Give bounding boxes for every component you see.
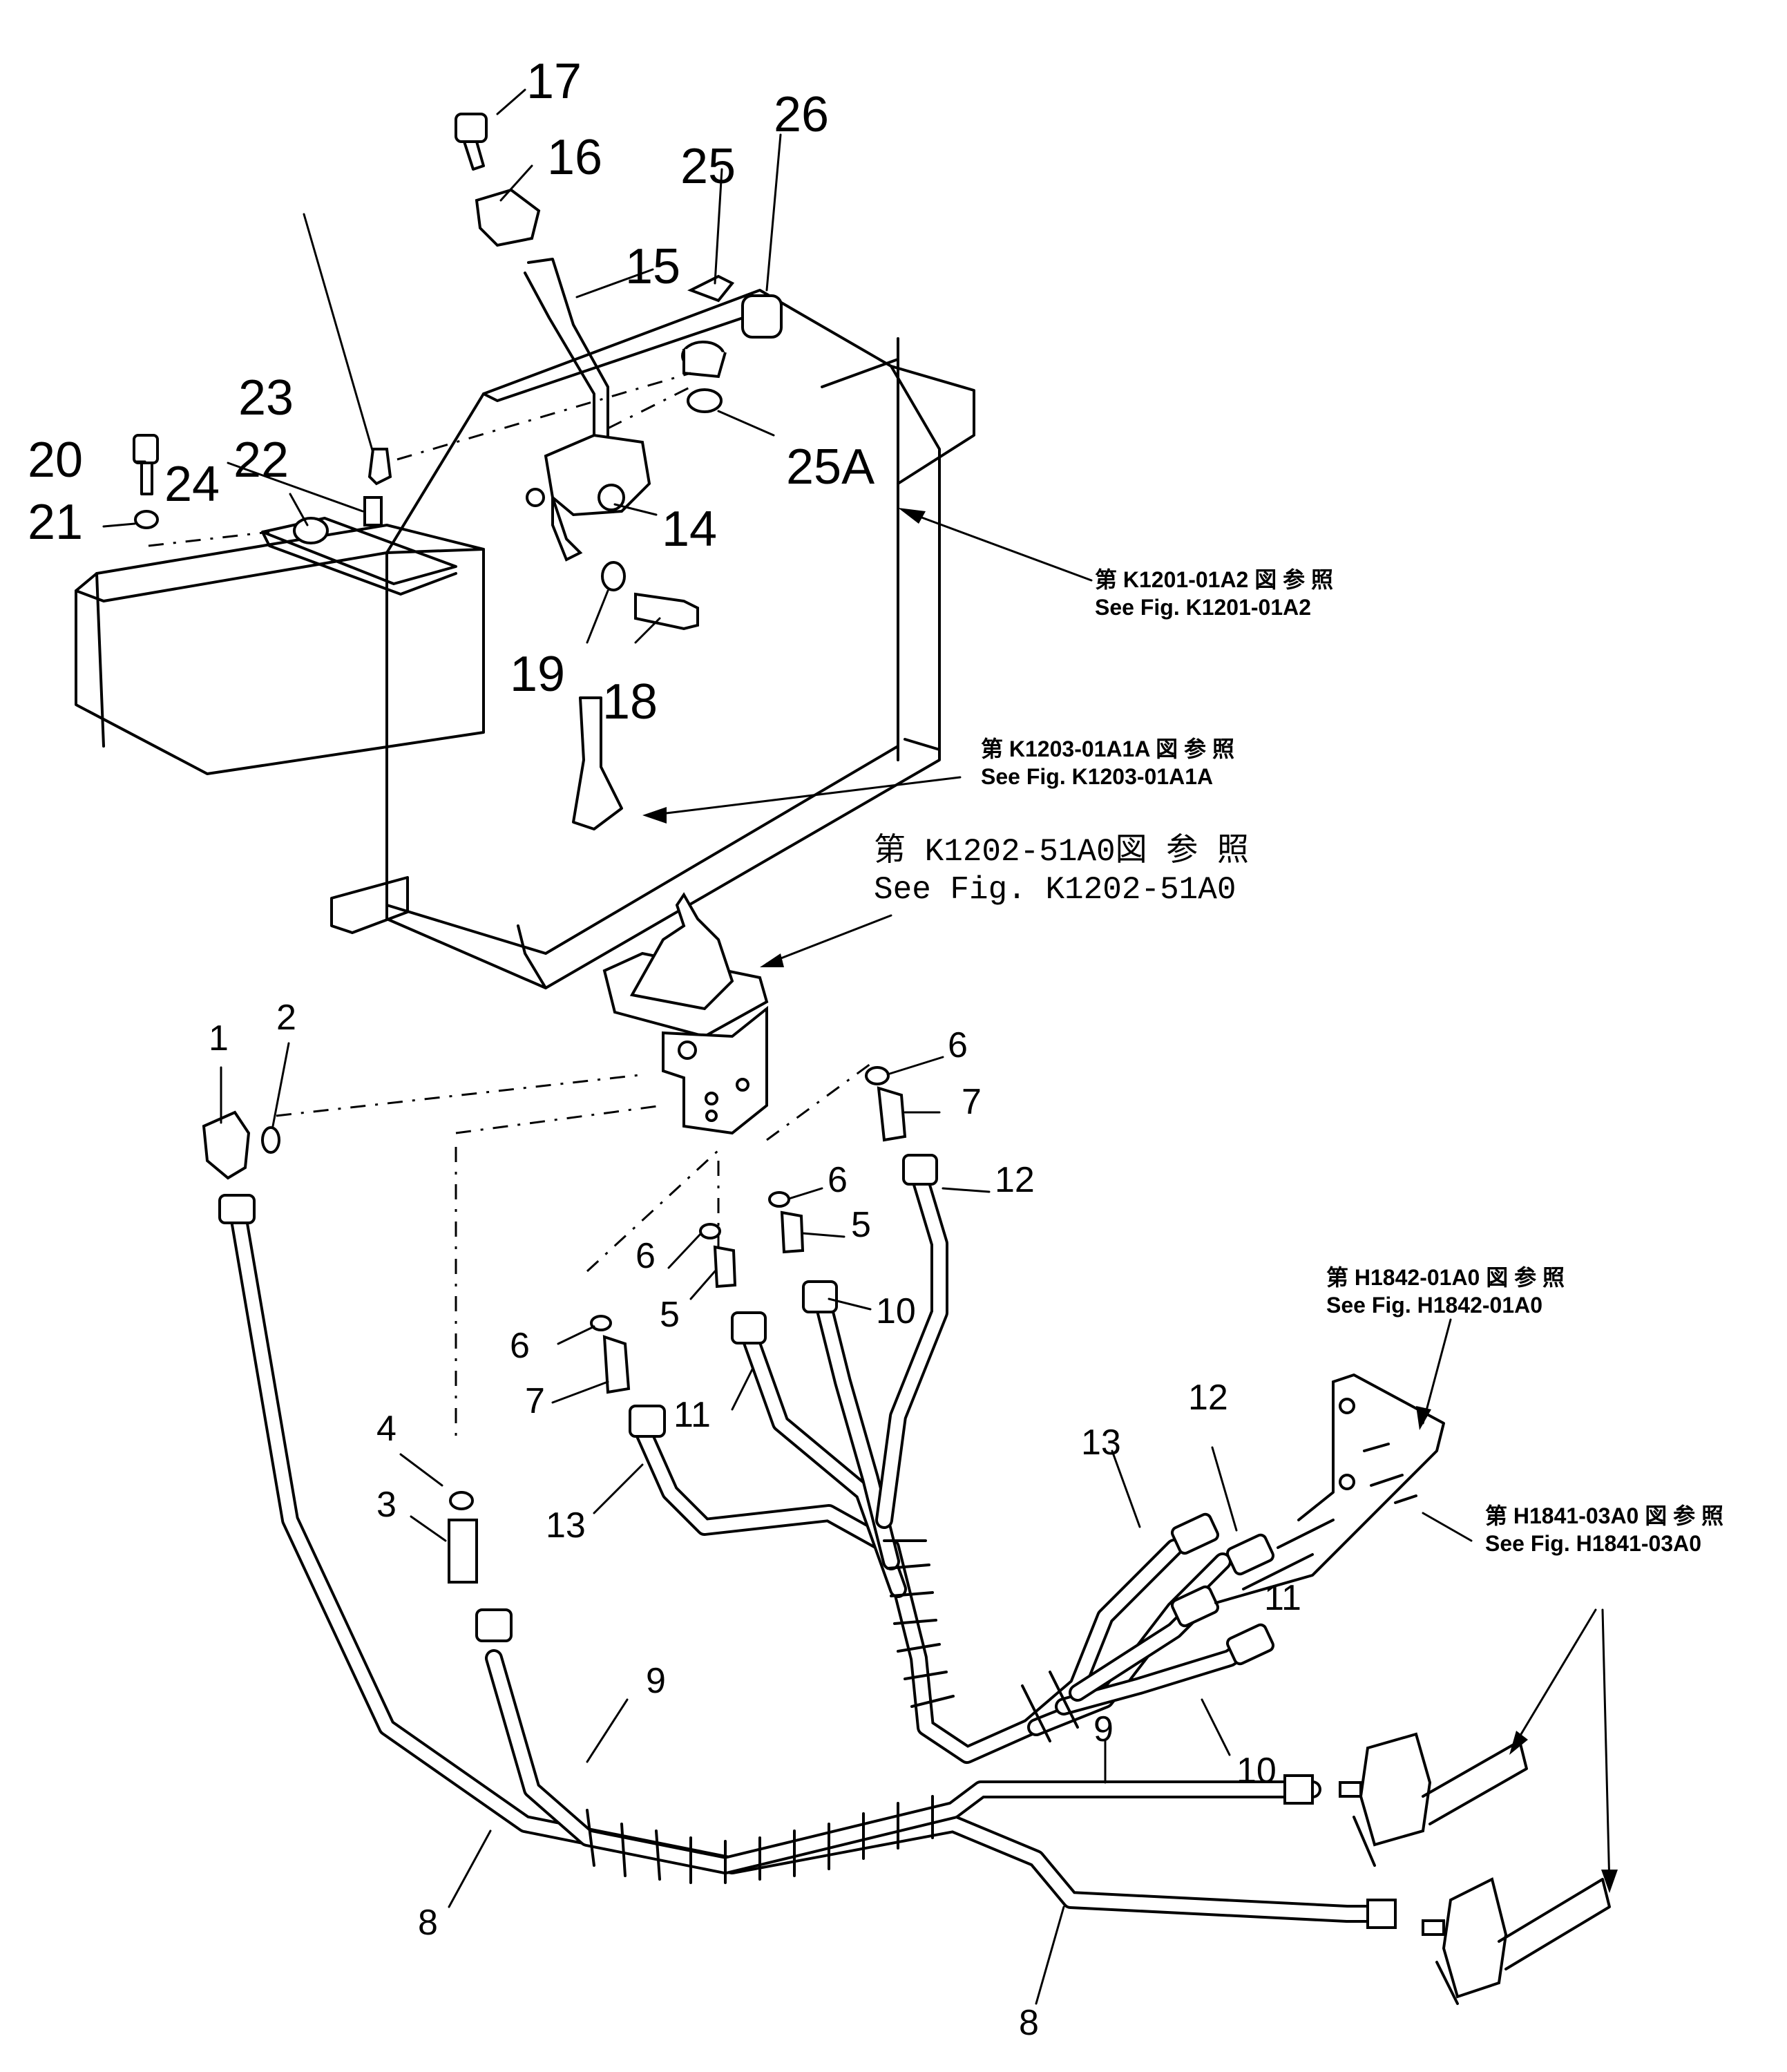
callout-4: 4 bbox=[376, 1409, 396, 1449]
callout-24: 24 bbox=[164, 457, 220, 512]
side-bracket bbox=[1214, 1374, 1611, 2005]
reference-k1203-en: See Fig. K1203-01A1A bbox=[981, 764, 1213, 789]
reference-k1201-en: See Fig. K1201-01A2 bbox=[1095, 595, 1311, 620]
callout-21: 21 bbox=[28, 495, 83, 550]
callout-6-left: 6 bbox=[510, 1326, 530, 1366]
callout-12-lower: 12 bbox=[1188, 1378, 1228, 1418]
callout-7-right: 7 bbox=[962, 1082, 982, 1122]
callout-11-upper: 11 bbox=[673, 1395, 711, 1435]
reference-h1842-jp: 第 H1842-01A0 図 参 照 bbox=[1326, 1265, 1565, 1290]
callout-9-left: 9 bbox=[646, 1661, 666, 1701]
callout-6-center: 6 bbox=[636, 1236, 656, 1276]
callout-22: 22 bbox=[233, 433, 289, 488]
callout-11-lower: 11 bbox=[1264, 1578, 1301, 1618]
callout-10-lower: 10 bbox=[1236, 1751, 1277, 1791]
callout-13-right: 13 bbox=[1081, 1423, 1121, 1463]
callout-25A: 25A bbox=[786, 439, 875, 495]
callout-13-left: 13 bbox=[546, 1505, 586, 1546]
control-valve bbox=[276, 892, 871, 1444]
callout-5-left: 5 bbox=[660, 1295, 680, 1335]
reference-h1841-en: See Fig. H1841-03A0 bbox=[1485, 1531, 1701, 1556]
callout-19: 19 bbox=[510, 647, 565, 702]
figure-references: 第 K1201-01A2 図 参 照 See Fig. K1201-01A2 第… bbox=[874, 567, 1723, 1556]
callout-25: 25 bbox=[680, 139, 736, 194]
outlet-fitting bbox=[572, 696, 623, 830]
callout-2: 2 bbox=[276, 998, 296, 1038]
reference-h1841-jp: 第 H1841-03A0 図 参 照 bbox=[1485, 1503, 1723, 1528]
callout-17: 17 bbox=[526, 54, 582, 109]
callouts: 17 16 15 25 26 25A 14 23 22 20 24 21 19 … bbox=[28, 54, 1301, 2043]
top-assembly bbox=[133, 113, 783, 631]
callout-10-upper: 10 bbox=[876, 1291, 916, 1331]
callout-12-upper: 12 bbox=[995, 1160, 1035, 1200]
callout-20: 20 bbox=[28, 433, 83, 488]
callout-14: 14 bbox=[662, 502, 717, 557]
fittings bbox=[202, 1066, 1397, 1929]
reference-k1202-jp: 第 K1202-51A0図 参 照 bbox=[874, 833, 1249, 870]
callout-1: 1 bbox=[209, 1018, 229, 1058]
callout-15: 15 bbox=[625, 239, 680, 294]
hydraulic-tank bbox=[75, 289, 975, 989]
callout-26: 26 bbox=[774, 87, 829, 142]
callout-16: 16 bbox=[547, 130, 602, 185]
callout-6-mid: 6 bbox=[828, 1160, 848, 1200]
callout-8-bottom: 8 bbox=[1019, 2003, 1039, 2043]
reference-k1203-jp: 第 K1203-01A1A 図 参 照 bbox=[981, 736, 1234, 761]
callout-8-left: 8 bbox=[418, 1903, 438, 1943]
callout-5-right: 5 bbox=[851, 1205, 871, 1245]
reference-k1202-en: See Fig. K1202-51A0 bbox=[874, 872, 1236, 908]
reference-h1842-en: See Fig. H1842-01A0 bbox=[1326, 1293, 1542, 1318]
callout-7-left: 7 bbox=[525, 1381, 545, 1421]
callout-9-right: 9 bbox=[1093, 1709, 1114, 1749]
reference-arrows bbox=[642, 508, 1618, 1893]
callout-18: 18 bbox=[602, 674, 658, 730]
leader-lines bbox=[102, 88, 1265, 2005]
callout-6-top: 6 bbox=[948, 1025, 968, 1065]
callout-3: 3 bbox=[376, 1485, 396, 1525]
callout-23: 23 bbox=[238, 370, 294, 426]
reference-k1201-jp: 第 K1201-01A2 図 参 照 bbox=[1095, 567, 1333, 592]
